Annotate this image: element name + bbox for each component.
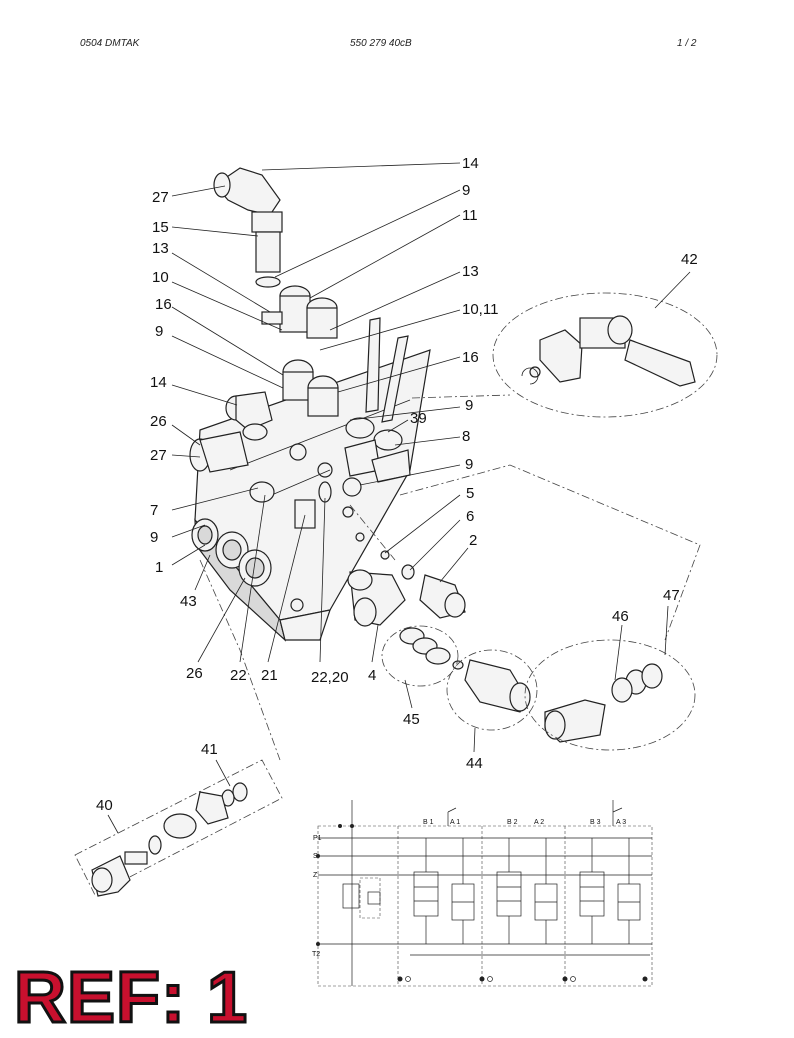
- schematic-port-s: S: [313, 853, 318, 860]
- top-elbow-fitting: [213, 167, 283, 288]
- schematic-port-t2: T2: [312, 951, 320, 958]
- header-document-code: 0504 DMTAK: [80, 38, 140, 49]
- callout-9: 9: [465, 397, 473, 414]
- schematic-section-a3: A 3: [616, 819, 626, 826]
- callout-47: 47: [663, 587, 680, 604]
- schematic-port-p1: P1: [313, 835, 322, 842]
- callout-27: 27: [152, 189, 169, 206]
- callout-9: 9: [465, 456, 473, 473]
- callout-13: 13: [462, 263, 479, 280]
- callout-14: 14: [462, 155, 479, 172]
- schematic-section-b3: B 3: [590, 819, 601, 826]
- callout-5: 5: [466, 485, 474, 502]
- callout-22-20: 22,20: [311, 669, 349, 686]
- callout-6: 6: [466, 508, 474, 525]
- callout-15: 15: [152, 219, 169, 236]
- callout-43: 43: [180, 593, 197, 610]
- callout-16: 16: [462, 349, 479, 366]
- callout-22: 22: [230, 667, 247, 684]
- callout-11: 11: [462, 207, 478, 224]
- callout-42: 42: [681, 251, 698, 268]
- callout-16: 16: [155, 296, 172, 313]
- callout-26: 26: [150, 413, 167, 430]
- callout-26: 26: [186, 665, 203, 682]
- hydraulic-schematic: P1 S Z T2 B 1 A 1 B 2 A 2 B 3 A 3: [312, 800, 653, 987]
- callout-10: 10: [152, 269, 169, 286]
- callout-10-11: 10,11: [462, 301, 498, 318]
- upper-fittings: [261, 285, 339, 417]
- callout-41: 41: [201, 741, 218, 758]
- callout-8: 8: [462, 428, 470, 445]
- schematic-port-dots: [316, 824, 648, 982]
- ref-label: REF: 1: [12, 958, 249, 1038]
- center-small-fittings: [249, 481, 332, 529]
- callout-7: 7: [150, 502, 158, 519]
- callout-numbers: 14 27 9 15 11 13 13 10 10,11 16 9 16 14 …: [96, 155, 698, 814]
- callout-46: 46: [612, 608, 629, 625]
- right-port-assembly: [347, 550, 466, 627]
- callout-44: 44: [466, 755, 483, 772]
- schematic-port-z: Z: [313, 872, 318, 879]
- callout-2: 2: [469, 532, 477, 549]
- right-cartridge-assembly: [524, 639, 696, 751]
- callout-40: 40: [96, 797, 113, 814]
- callout-9: 9: [462, 182, 470, 199]
- callout-1: 1: [155, 559, 163, 576]
- callout-13: 13: [152, 240, 169, 257]
- callout-9: 9: [155, 323, 163, 340]
- callout-21: 21: [261, 667, 278, 684]
- header-page-number: 1 / 2: [677, 38, 697, 49]
- schematic-section-a2: A 2: [534, 819, 544, 826]
- left-elbow-fittings: [189, 391, 273, 473]
- leader-lines: [107, 162, 691, 834]
- callout-4: 4: [368, 667, 376, 684]
- lever-detail-42: [492, 292, 718, 418]
- callout-14: 14: [150, 374, 167, 391]
- callout-45: 45: [403, 711, 420, 728]
- header-part-number: 550 279 40cB: [350, 38, 412, 49]
- front-port-caps: [191, 518, 272, 587]
- schematic-section-a1: A 1: [450, 819, 460, 826]
- callout-9: 9: [150, 529, 158, 546]
- callout-39: 39: [410, 410, 427, 427]
- solenoid-assembly-40: [74, 759, 283, 897]
- schematic-section-b2: B 2: [507, 819, 518, 826]
- callout-27: 27: [150, 447, 167, 464]
- schematic-valve-sections: [410, 838, 650, 956]
- schematic-section-b1: B 1: [423, 819, 434, 826]
